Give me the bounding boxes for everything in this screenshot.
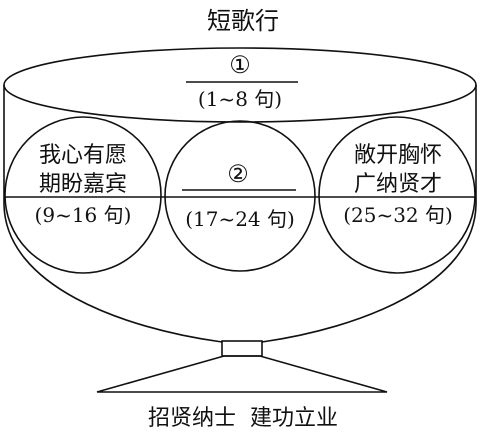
middle-circle-marker: ② bbox=[227, 160, 249, 188]
left-circle-line1: 我心有愿 bbox=[39, 143, 127, 168]
bowl-rim bbox=[3, 47, 477, 123]
right-circle-range: (25~32 句) bbox=[343, 203, 453, 227]
right-circle-line1: 敞开胸怀 bbox=[354, 143, 442, 168]
bowl-right-side bbox=[261, 85, 477, 343]
left-circle-range: (9~16 句) bbox=[35, 203, 132, 227]
right-circle bbox=[318, 116, 476, 274]
left-circle-line2: 期盼嘉宾 bbox=[39, 172, 127, 197]
bowl-left-side bbox=[3, 85, 223, 343]
goblet-base bbox=[96, 355, 388, 393]
left-circle bbox=[4, 116, 162, 274]
diagram-caption: 招贤纳士 建功立业 bbox=[148, 406, 338, 431]
rim-marker: ① bbox=[229, 51, 251, 79]
diagram-title: 短歌行 bbox=[207, 7, 279, 35]
middle-circle-range: (17~24 句) bbox=[185, 207, 295, 231]
right-circle-line2: 广纳贤才 bbox=[354, 172, 442, 197]
rim-range: (1~8 句) bbox=[198, 87, 282, 111]
middle-circle bbox=[164, 120, 316, 272]
goblet-stem bbox=[221, 340, 263, 357]
